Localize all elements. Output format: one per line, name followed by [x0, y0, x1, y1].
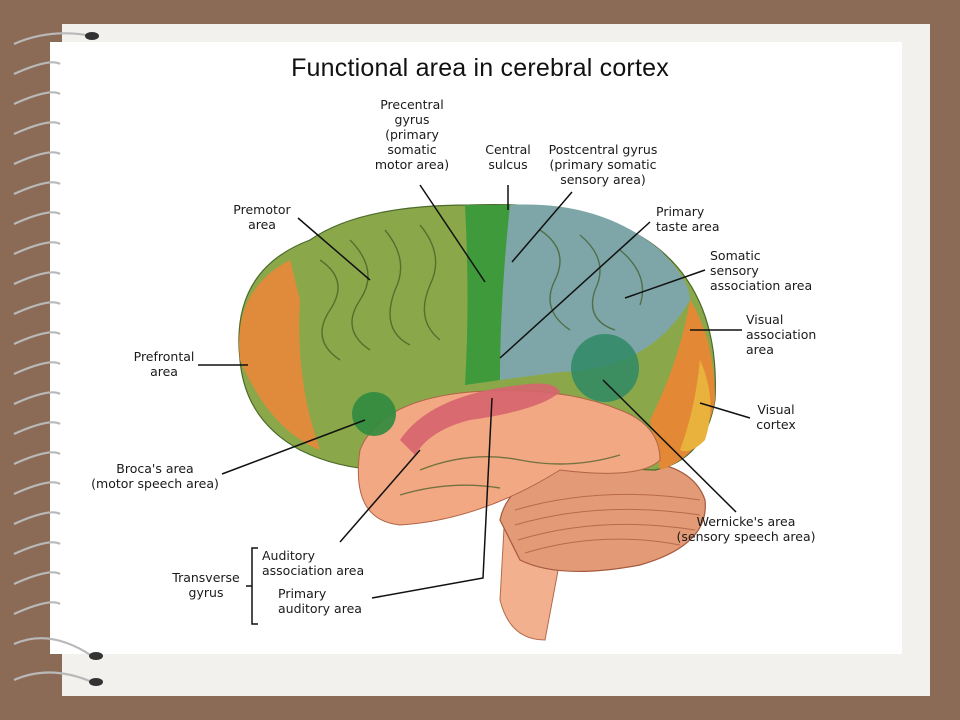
label-prefrontal-area: Prefrontal area [133, 349, 195, 379]
label-primary-taste-area: Primary taste area [656, 204, 720, 234]
visual-cortex-area [680, 360, 711, 452]
cerebellum-folds [514, 493, 701, 554]
primary-motor-area [465, 205, 510, 385]
wernicke-area [571, 334, 639, 402]
label-auditory-association-area: Auditory association area [262, 548, 365, 578]
label-primary-auditory-area: Primary auditory area [278, 586, 362, 616]
label-premotor-area: Premotor area [233, 202, 291, 232]
label-wernicke-area: Wernicke's area (sensory speech area) [676, 514, 816, 544]
label-visual-cortex: Visual cortex [756, 402, 796, 432]
prefrontal-area [239, 260, 320, 450]
auditory-association-area [400, 383, 560, 455]
transverse-bracket [246, 547, 258, 625]
label-transverse-gyrus: Transverse gyrus [172, 570, 240, 600]
label-postcentral-gyrus: Postcentral gyrus (primary somatic senso… [548, 142, 658, 187]
leader-lines [198, 184, 751, 599]
page-title: Functional area in cerebral cortex [291, 54, 669, 82]
label-broca-area: Broca's area (motor speech area) [91, 461, 219, 491]
label-precentral-gyrus: Precentral gyrus (primary somatic motor … [374, 97, 450, 172]
label-somatic-sensory-association-area: Somatic sensory association area [710, 248, 813, 293]
label-central-sulcus: Central sulcus [485, 142, 531, 172]
label-visual-association-area: Visual association area [746, 312, 817, 357]
gyri-texture [319, 224, 644, 496]
broca-area [352, 392, 396, 436]
